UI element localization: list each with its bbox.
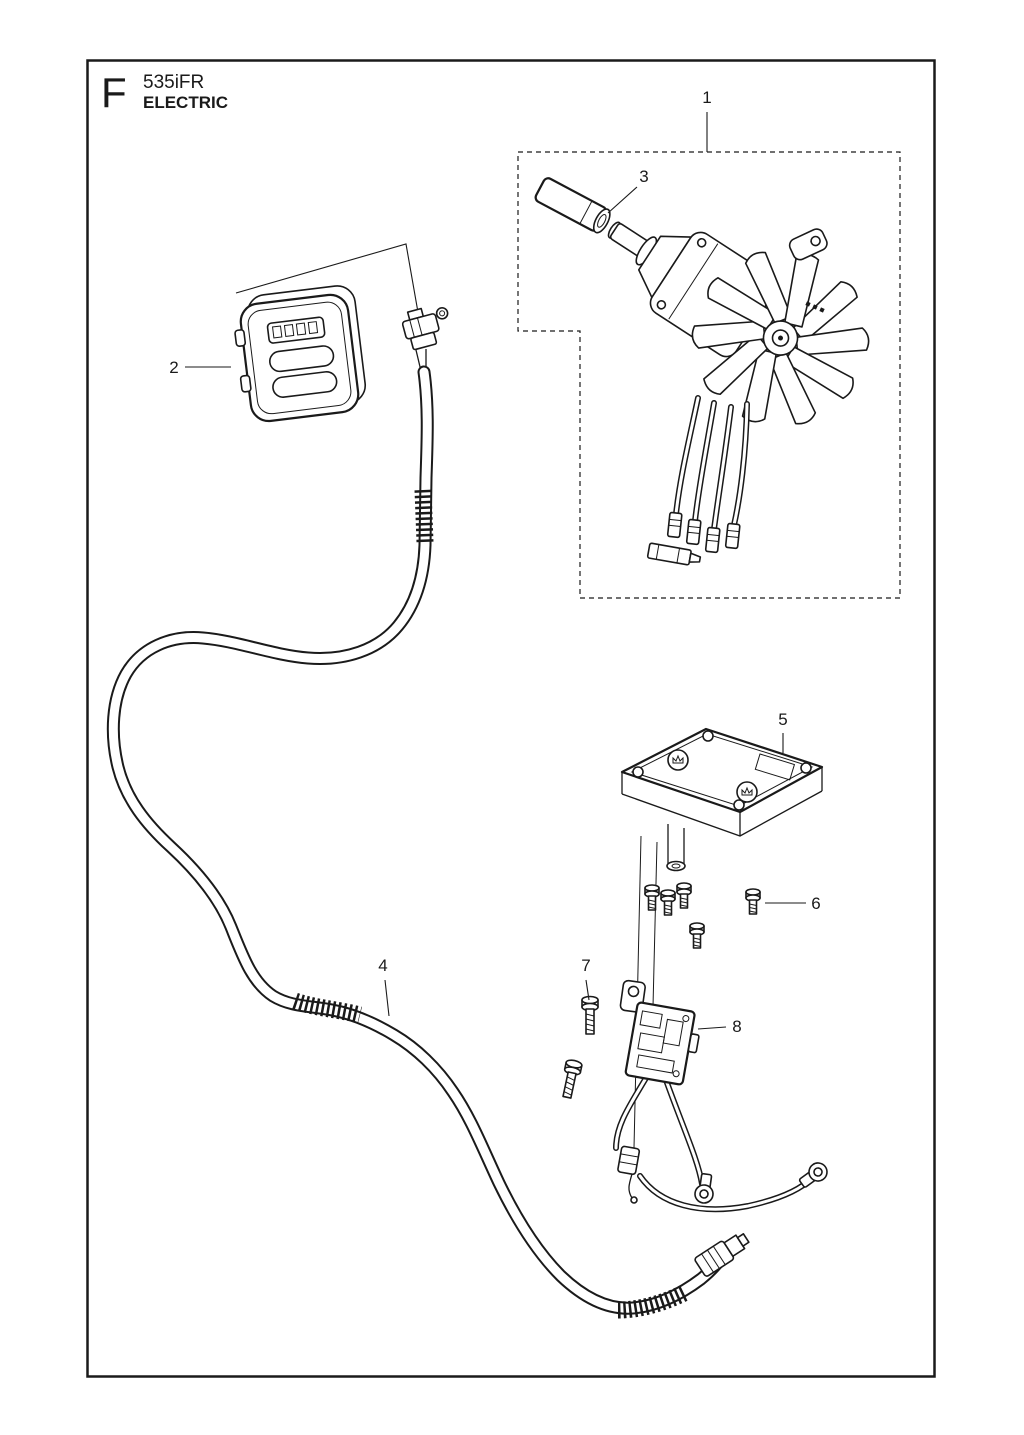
shaft-pin-drawing <box>534 177 611 234</box>
braid-sleeve <box>292 992 363 1024</box>
motor-assembly-drawing <box>607 221 874 566</box>
ring-terminal <box>693 1172 717 1205</box>
control-unit-drawing <box>620 727 824 1149</box>
harness-top-connector <box>401 307 449 351</box>
wiring-harness-drawing <box>106 307 750 1319</box>
brand-logo-icon <box>736 781 758 803</box>
spade-connector <box>646 542 702 566</box>
part-label-1: 1 <box>702 88 711 107</box>
keypad-drawing <box>234 285 367 423</box>
leader-8 <box>697 1026 727 1030</box>
motor-mount-tab <box>788 228 828 261</box>
page-frame <box>86 59 936 1378</box>
section-title: ELECTRIC <box>143 93 228 112</box>
leader-7 <box>585 979 590 1001</box>
part-label-5: 5 <box>778 710 787 729</box>
dashed-boundary <box>517 151 901 599</box>
brand-logo-icon <box>667 749 689 771</box>
braid-sleeve <box>617 1284 690 1319</box>
part-label-4: 4 <box>378 956 387 975</box>
keypad-alignment-line <box>235 243 420 319</box>
part-label-3: 3 <box>639 167 648 186</box>
control-unit-screws <box>644 882 705 949</box>
motor-wires <box>646 395 750 566</box>
control-unit-post <box>666 824 686 872</box>
model-number: 535iFR <box>143 72 204 93</box>
leader-4 <box>384 979 390 1017</box>
switch-body <box>624 1001 700 1086</box>
part-label-2: 2 <box>169 358 178 377</box>
screws-7-drawing <box>558 995 599 1100</box>
leader-3 <box>607 186 638 214</box>
section-letter: F <box>101 69 127 116</box>
switch-connector <box>617 1145 641 1176</box>
part-label-6: 6 <box>811 894 820 913</box>
part-label-8: 8 <box>732 1017 741 1036</box>
harness-end-connector <box>694 1233 750 1277</box>
switch-assembly-drawing <box>613 979 832 1213</box>
screw-6-drawing <box>745 888 761 915</box>
fan-drawing <box>687 246 874 430</box>
part-label-7: 7 <box>581 956 590 975</box>
